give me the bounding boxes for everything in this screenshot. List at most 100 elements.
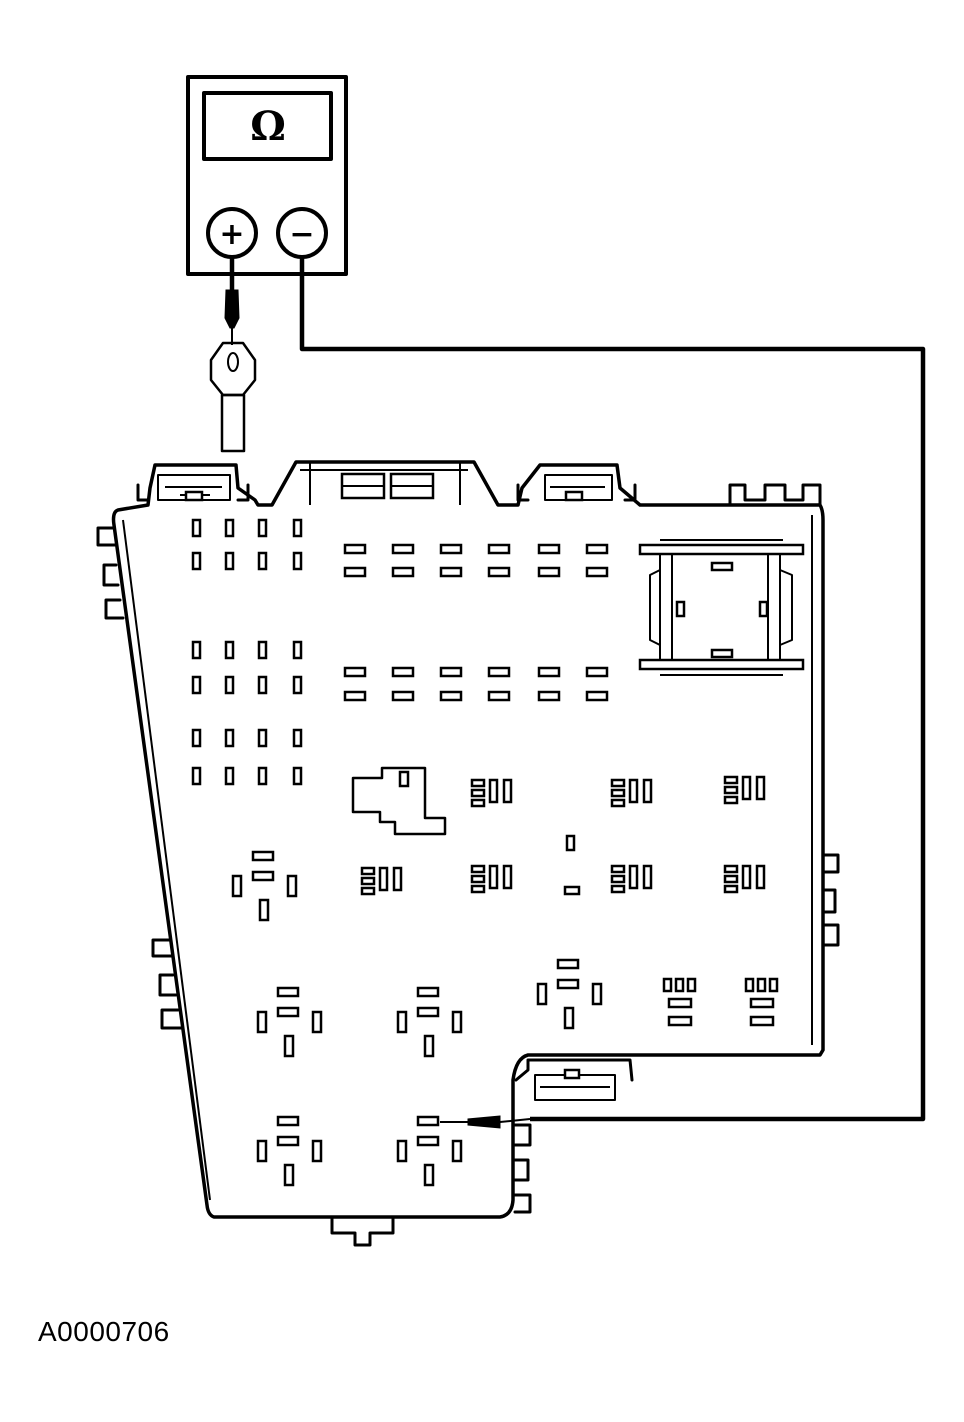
terminal-slot bbox=[257, 766, 268, 786]
terminal-slot bbox=[292, 551, 303, 571]
terminal-slot bbox=[749, 997, 775, 1009]
negative-symbol: − bbox=[289, 217, 314, 252]
terminal-slot bbox=[487, 543, 511, 555]
terminal-slot bbox=[585, 543, 609, 555]
terminal-slot bbox=[451, 1010, 463, 1034]
top-right-latches bbox=[728, 483, 822, 507]
terminal-slot bbox=[231, 874, 243, 898]
terminal-slot bbox=[283, 1163, 295, 1187]
terminal-slot bbox=[502, 778, 513, 804]
right-edge-clips bbox=[513, 853, 840, 1214]
terminal-slot bbox=[224, 675, 235, 695]
terminal-slot bbox=[191, 728, 202, 748]
terminal-slot bbox=[755, 864, 766, 890]
terminal-slot bbox=[439, 566, 463, 578]
negative-probe-tip bbox=[467, 1115, 501, 1129]
terminal-slot bbox=[563, 1006, 575, 1030]
lower-right-connector bbox=[514, 1058, 634, 1101]
terminal-slot bbox=[470, 874, 486, 884]
terminal-slot bbox=[686, 977, 697, 993]
terminal-slot bbox=[224, 518, 235, 538]
terminal-slot bbox=[224, 551, 235, 571]
terminal-slot bbox=[251, 850, 275, 862]
terminal-slot bbox=[378, 866, 389, 892]
terminal-slot bbox=[360, 866, 376, 876]
ohm-symbol: Ω bbox=[250, 103, 286, 150]
terminal-slot bbox=[257, 551, 268, 571]
multimeter-body bbox=[186, 75, 348, 276]
terminal-slot bbox=[224, 766, 235, 786]
terminal-slot bbox=[470, 788, 486, 798]
terminal-slot bbox=[610, 778, 626, 788]
terminal-slot bbox=[416, 1006, 440, 1018]
multimeter: Ω + − bbox=[186, 75, 348, 276]
terminal-slot bbox=[667, 997, 693, 1009]
terminal-slot bbox=[591, 982, 603, 1006]
terminal-slot bbox=[391, 690, 415, 702]
left-edge-clips bbox=[96, 526, 183, 1030]
terminal-slot bbox=[276, 1135, 300, 1147]
terminal-slot bbox=[224, 728, 235, 748]
terminal-slot bbox=[439, 690, 463, 702]
top-left-connector bbox=[136, 474, 250, 502]
ring-terminal bbox=[209, 341, 257, 397]
junction-box-outline bbox=[111, 460, 825, 1219]
terminal-slot bbox=[723, 874, 739, 884]
terminal-slot bbox=[487, 690, 511, 702]
positive-probe-tip bbox=[224, 289, 240, 329]
terminal-slot bbox=[610, 798, 626, 808]
terminal-slot bbox=[423, 1163, 435, 1187]
terminal-slot bbox=[416, 1115, 440, 1127]
terminal-slot bbox=[755, 775, 766, 801]
terminal-slot bbox=[257, 640, 268, 660]
terminal-slot bbox=[258, 898, 270, 922]
terminal-slot bbox=[286, 874, 298, 898]
terminal-slot bbox=[585, 666, 609, 678]
terminal-slot bbox=[502, 864, 513, 890]
terminal-slot bbox=[224, 640, 235, 660]
terminal-slot bbox=[391, 566, 415, 578]
terminal-slot bbox=[292, 640, 303, 660]
terminal-slot bbox=[585, 690, 609, 702]
terminal-slot bbox=[674, 977, 685, 993]
ring-terminal-barrel bbox=[220, 393, 246, 453]
terminal-slot bbox=[723, 785, 739, 795]
bottom-tab bbox=[330, 1215, 395, 1247]
terminal-slot bbox=[756, 977, 767, 993]
terminal-slot bbox=[556, 958, 580, 970]
terminal-slot bbox=[191, 675, 202, 695]
terminal-slot bbox=[723, 884, 739, 894]
terminal-slot bbox=[276, 1006, 300, 1018]
terminal-slot bbox=[416, 986, 440, 998]
terminal-slot bbox=[256, 1139, 268, 1163]
terminal-slot bbox=[191, 640, 202, 660]
terminal-slot bbox=[487, 566, 511, 578]
terminal-slot bbox=[563, 885, 581, 896]
terminal-slot bbox=[723, 795, 739, 805]
terminal-slot bbox=[360, 886, 376, 896]
terminal-slot bbox=[257, 518, 268, 538]
terminal-slot bbox=[723, 864, 739, 874]
terminal-slot bbox=[610, 788, 626, 798]
terminal-slot bbox=[565, 834, 576, 852]
terminal-slot bbox=[667, 1015, 693, 1027]
terminal-slot bbox=[292, 728, 303, 748]
terminal-slot bbox=[283, 1034, 295, 1058]
relay-bracket bbox=[638, 539, 805, 676]
terminal-slot bbox=[537, 543, 561, 555]
terminal-slot bbox=[642, 778, 653, 804]
terminal-slot bbox=[256, 1010, 268, 1034]
terminal-slot bbox=[360, 876, 376, 886]
terminal-slot bbox=[343, 690, 367, 702]
terminal-slot bbox=[741, 864, 752, 890]
terminal-slot bbox=[744, 977, 755, 993]
terminal-slot bbox=[628, 778, 639, 804]
terminal-slot bbox=[749, 1015, 775, 1027]
terminal-slot bbox=[628, 864, 639, 890]
wiring-diagram: Ω + − bbox=[96, 75, 926, 1247]
terminal-slot bbox=[391, 666, 415, 678]
positive-test-lead bbox=[209, 257, 257, 453]
terminal-slot bbox=[343, 543, 367, 555]
terminal-slot bbox=[191, 551, 202, 571]
terminal-slot bbox=[487, 666, 511, 678]
